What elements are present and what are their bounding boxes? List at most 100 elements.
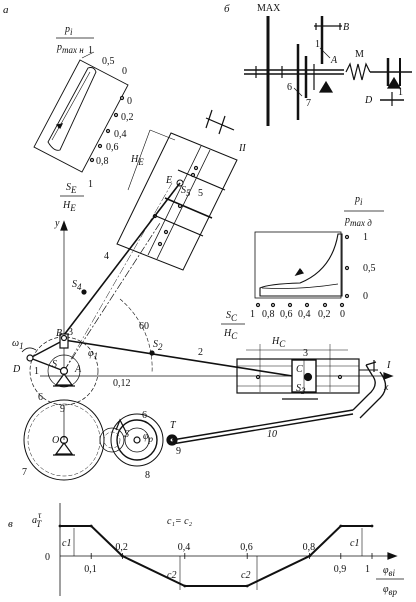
label-HC-den: HC bbox=[223, 328, 238, 341]
chart-equation: c₁= c₂ bbox=[167, 516, 193, 527]
tick-d-bottom-06: 0,6 bbox=[280, 309, 293, 320]
series-point bbox=[89, 524, 93, 528]
chart-c2-left: c2 bbox=[167, 570, 176, 581]
label-HE-den: HE bbox=[62, 200, 76, 213]
label-MAX: MAX bbox=[257, 3, 281, 14]
panel-label-a: а bbox=[3, 4, 9, 16]
label-S5: S5 bbox=[181, 185, 191, 198]
label-M: M bbox=[355, 49, 364, 60]
label-7-b: 7 bbox=[306, 98, 311, 109]
acceleration-series-line bbox=[60, 525, 372, 587]
label-7: 7 bbox=[22, 467, 27, 478]
series-point bbox=[245, 584, 249, 588]
x-tick-label: 0,6 bbox=[240, 542, 253, 553]
tick-top-05: 0,5 bbox=[102, 56, 115, 67]
tick-right-0: 0 bbox=[127, 96, 132, 107]
tick-d-right-1: 1 bbox=[363, 232, 368, 243]
tick-right-04: 0,4 bbox=[114, 129, 127, 140]
chart-ticks: 0,1 0,2 0,4 0,6 0,8 0,9 1 bbox=[84, 542, 373, 575]
label-E: E bbox=[165, 175, 172, 186]
series-point bbox=[58, 524, 62, 528]
label-S4: S4 bbox=[72, 279, 82, 292]
tick-right-06: 0,6 bbox=[106, 142, 119, 153]
label-A: A bbox=[74, 364, 82, 375]
series-point bbox=[308, 554, 312, 558]
label-4: 4 bbox=[104, 251, 109, 262]
chart-xlabel-num: φвi bbox=[383, 565, 395, 578]
pmax-n-num: pi bbox=[64, 24, 73, 37]
gear-train-scheme: MAX B 1 A 6 7 M D 1 bbox=[244, 3, 412, 126]
label-1: 1 bbox=[34, 366, 39, 377]
x-tick-label: 0,1 bbox=[84, 564, 97, 575]
x-tick-label: 0,8 bbox=[303, 542, 316, 553]
label-phi1: φ1 bbox=[88, 348, 98, 361]
chart-xlabel-den: φвр bbox=[383, 584, 397, 597]
series-point bbox=[370, 524, 374, 528]
label-B-gear: B bbox=[343, 22, 349, 33]
engine-cylinder-II: II HE S5 5 E SE HE bbox=[60, 109, 246, 271]
label-6-gear: 6 bbox=[142, 410, 147, 421]
x-tick-label: 0,9 bbox=[334, 564, 347, 575]
label-S3: S3 bbox=[296, 383, 306, 396]
label-II: II bbox=[238, 143, 246, 154]
tick-d-bottom-02: 0,2 bbox=[318, 309, 331, 320]
linkage-mechanism: y x I 60 0,12 4 S4 S2 2 B 3 φ1 ω1 bbox=[12, 182, 394, 481]
tick-d-bottom-08: 0,8 bbox=[262, 309, 275, 320]
label-T: T bbox=[170, 420, 177, 431]
panel-label-b: б bbox=[224, 3, 230, 15]
chart-curve bbox=[58, 524, 374, 588]
x-tick-label: 0,4 bbox=[178, 542, 191, 553]
tick-top-0: 0 bbox=[122, 66, 127, 77]
label-phi-p: φp bbox=[143, 431, 154, 444]
tick-d-bottom-1: 1 bbox=[250, 309, 255, 320]
label-O: O bbox=[52, 435, 59, 446]
tick-top-1: 1 bbox=[88, 45, 93, 56]
pmax-d-indicator-plot: pi pmax д 1 0,5 0 1 0,8 0,6 0,4 0,2 0 SC… bbox=[221, 194, 384, 341]
tick-right-08: 0,8 bbox=[96, 156, 109, 167]
label-1-d: 1 bbox=[398, 87, 403, 98]
label-HC: HC bbox=[271, 336, 286, 349]
label-SE: SE bbox=[66, 182, 77, 195]
series-point bbox=[183, 584, 187, 588]
pmax-d-den: pmax д bbox=[344, 215, 372, 228]
tick-d-bottom-0: 0 bbox=[340, 309, 345, 320]
panel-label-c: в bbox=[8, 518, 13, 530]
label-A-gear: A bbox=[330, 55, 338, 66]
x-tick-label: 1 bbox=[365, 564, 370, 575]
pmax-n-indicator-plot: pi pmax н 1 0,5 0 0 0,2 0,4 0,6 0,8 1 bbox=[33, 24, 134, 190]
label-S: S bbox=[52, 359, 57, 370]
label-8: 8 bbox=[145, 470, 150, 481]
chart-c2-right: c2 bbox=[241, 570, 250, 581]
tick-right-02: 0,2 bbox=[121, 112, 134, 123]
tick-d-bottom-04: 0,4 bbox=[298, 309, 311, 320]
chart-c1-left: c1 bbox=[62, 538, 71, 549]
label-y: y bbox=[54, 218, 60, 229]
chart-c1-right: c1 bbox=[350, 538, 359, 549]
label-6-b: 6 bbox=[287, 82, 292, 93]
label-60: 60 bbox=[139, 321, 149, 332]
label-B: B bbox=[56, 328, 62, 339]
label-I: I bbox=[386, 360, 391, 371]
chart-zero: 0 bbox=[45, 552, 50, 563]
pmax-d-num: pi bbox=[354, 194, 363, 207]
label-5: 5 bbox=[198, 188, 203, 199]
series-point bbox=[339, 524, 343, 528]
label-3-b: 3 bbox=[68, 327, 73, 338]
x-tick-label: 0,2 bbox=[115, 542, 128, 553]
label-6: 6 bbox=[38, 392, 43, 403]
pmax-n-den: pmax н bbox=[56, 42, 84, 55]
label-10: 10 bbox=[267, 429, 277, 440]
label-2: 2 bbox=[198, 347, 203, 358]
label-S2: S2 bbox=[153, 339, 163, 352]
tick-right-1: 1 bbox=[88, 179, 93, 190]
label-SC: SC bbox=[226, 310, 238, 323]
label-1-gear: 1 bbox=[315, 39, 320, 50]
tick-d-right-05: 0,5 bbox=[363, 263, 376, 274]
label-D: D bbox=[12, 364, 21, 375]
label-D-gear: D bbox=[364, 95, 373, 106]
label-S-gear: S bbox=[124, 429, 129, 440]
label-012: 0,12 bbox=[113, 378, 131, 389]
